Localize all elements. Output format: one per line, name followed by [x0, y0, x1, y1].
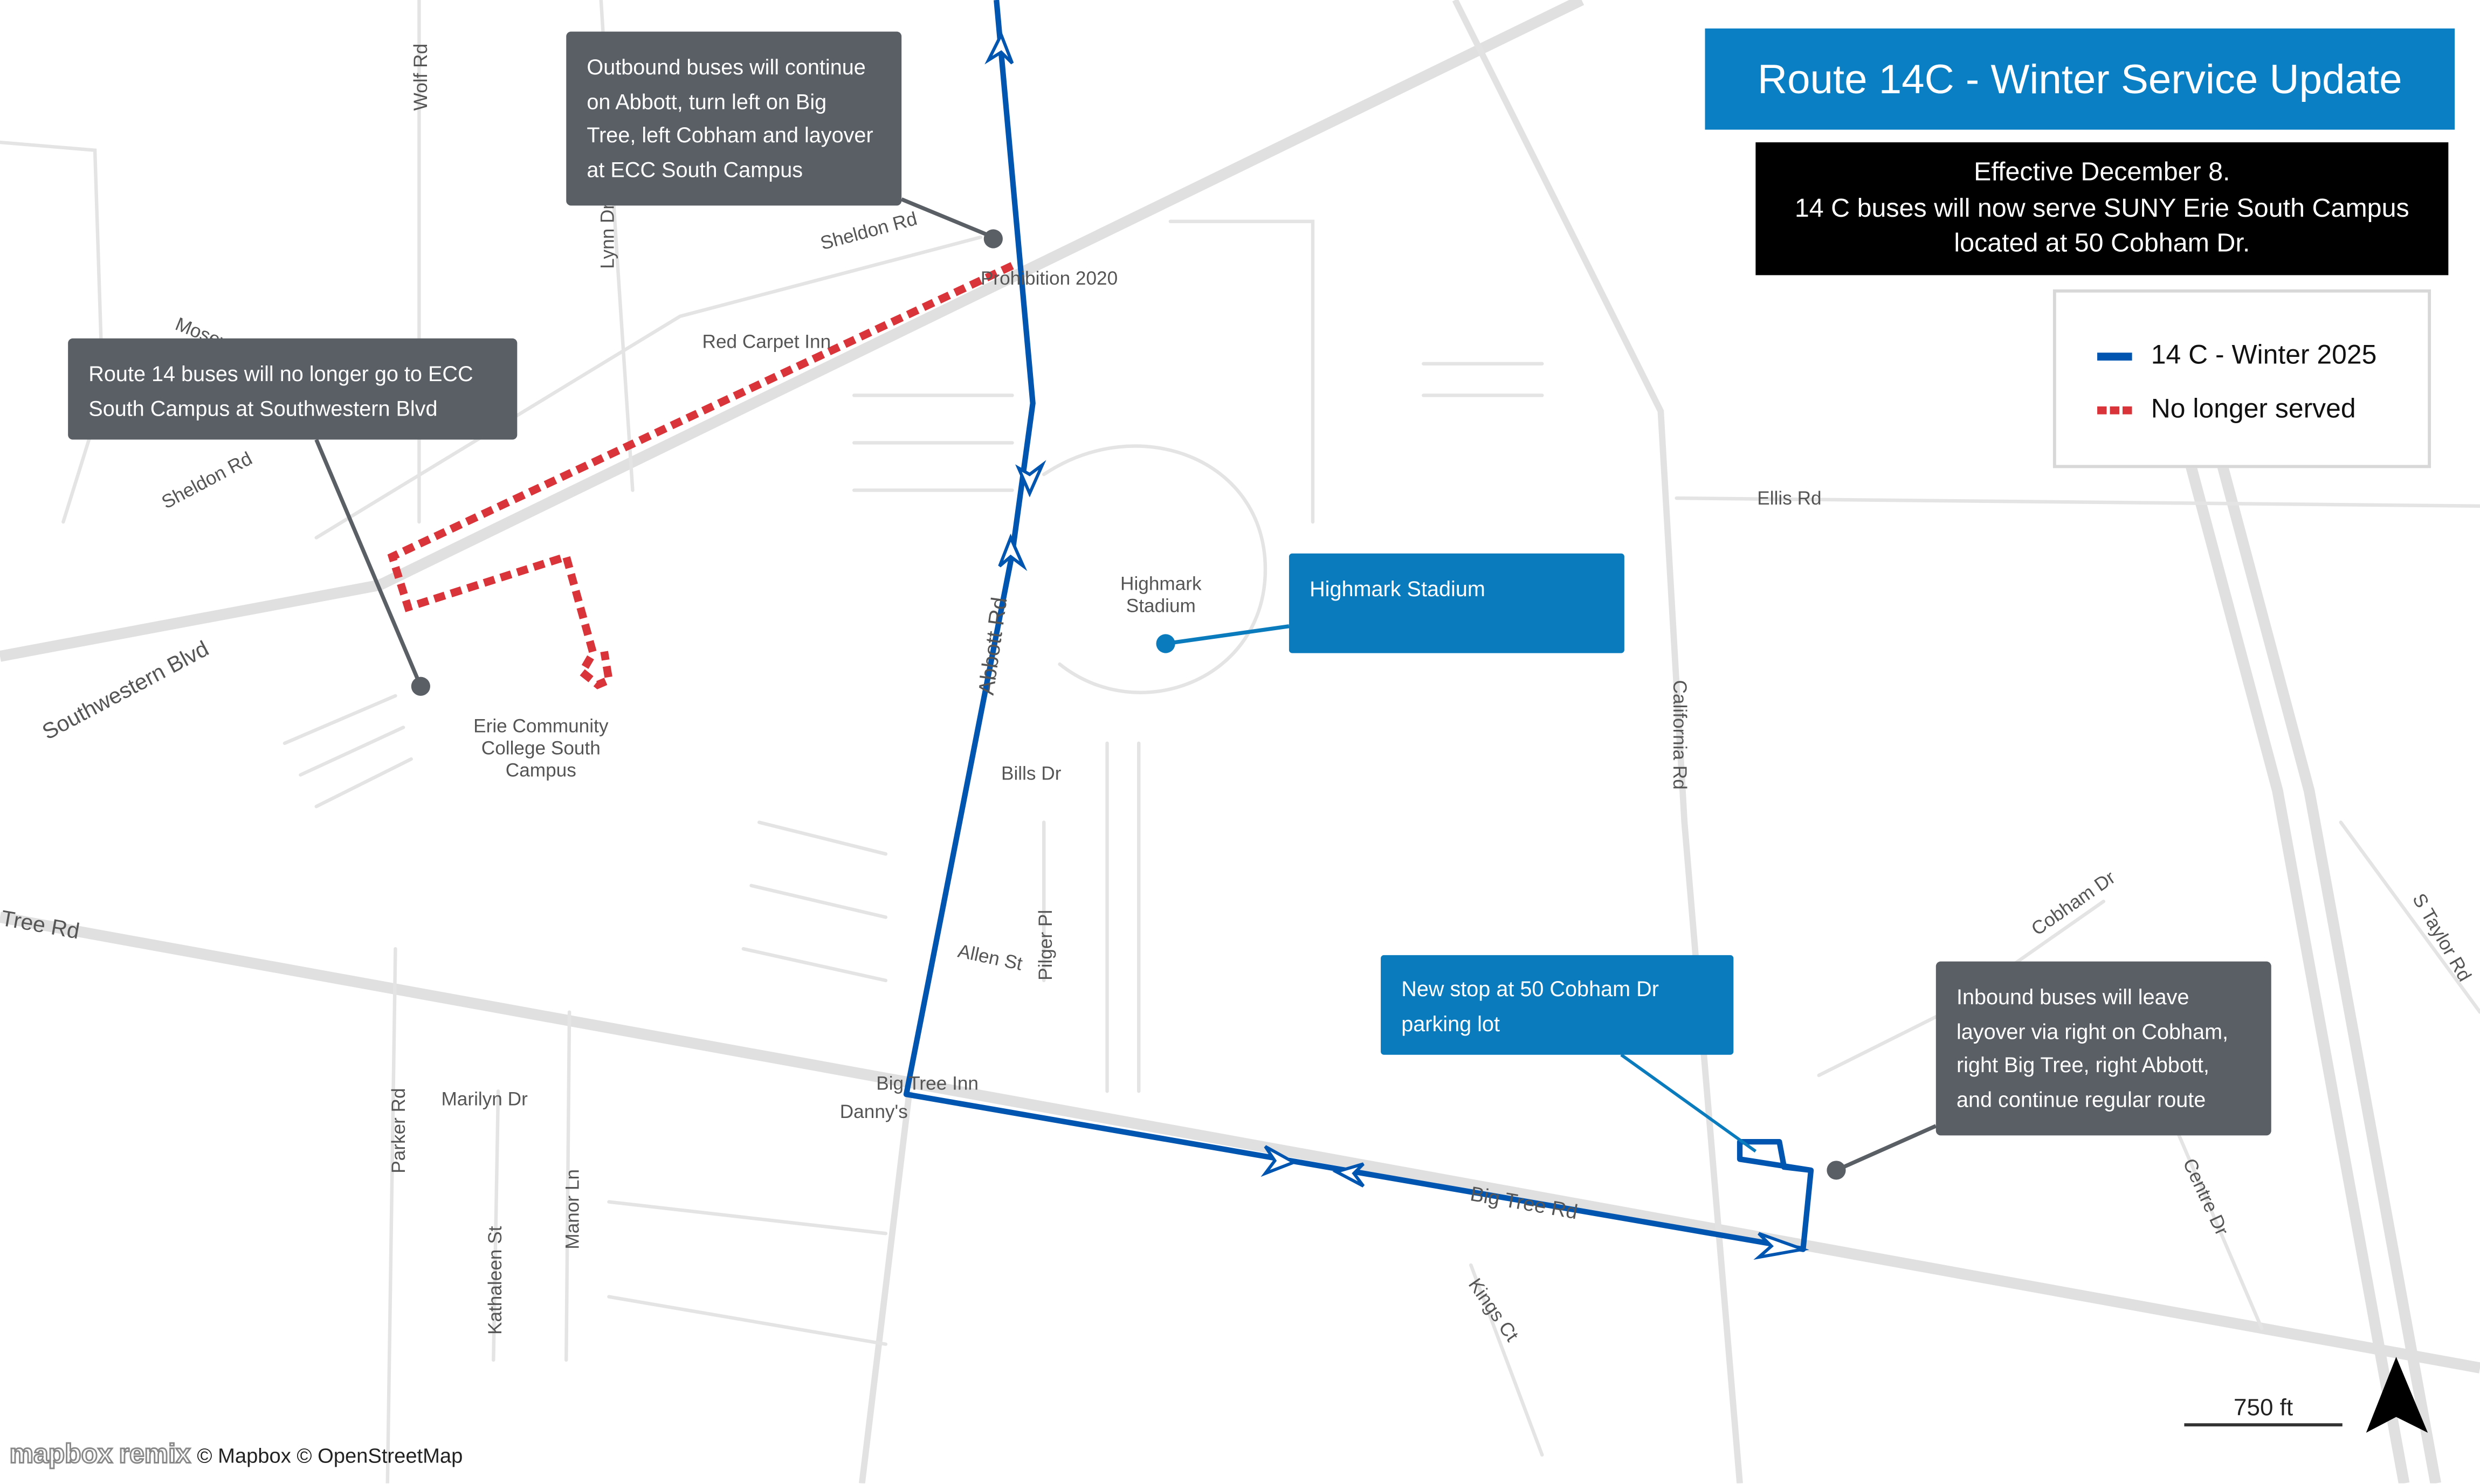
map-road [1042, 444, 1267, 694]
map-label: Tree Rd [0, 906, 81, 944]
map-label: Ellis Rd [1757, 488, 1821, 509]
abbott-rd-south-road [859, 1090, 913, 1483]
stadium-point-marker [1156, 634, 1175, 653]
map-label: Manor Ln [562, 1169, 583, 1250]
outbound-leader-line [900, 197, 994, 239]
map-label: Danny's [840, 1101, 908, 1122]
california-rd-road [1452, 0, 1743, 1483]
map-road [607, 1295, 888, 1346]
new-stop-callout: New stop at 50 Cobham Dr parking lot [1381, 955, 1734, 1055]
map-road [607, 1200, 888, 1235]
notice-line: located at 50 Cobham Dr. [1954, 229, 2250, 258]
legend-label: No longer served [2151, 394, 2356, 424]
map-road [984, 31, 1014, 65]
new-stop-leader-line [1620, 1053, 1757, 1153]
big-tree-rd-road [0, 912, 2480, 1373]
north-arrow-icon [2366, 1357, 2428, 1433]
scale-bar: 750 ft [2184, 1395, 2343, 1427]
map-label: Southwestern Blvd [38, 636, 213, 744]
outbound-callout: Outbound buses will continue on Abbott, … [566, 31, 902, 206]
legend-item-route-14c: 14 C - Winter 2025 [2097, 340, 2376, 372]
map-label: Red Carpet Inn [702, 331, 831, 352]
legend-item-no-longer-served: No longer served [2097, 394, 2356, 425]
map-label: S Taylor Rd [2408, 890, 2475, 985]
map-label: Pilger Pl [1035, 910, 1056, 981]
highway-road-2 [2177, 315, 2441, 1483]
map-label: Highmark [1120, 573, 1202, 594]
map-road [2339, 820, 2480, 1014]
attribution-text[interactable]: © Mapbox © OpenStreetMap [197, 1442, 463, 1467]
map-label: Erie Community [473, 715, 609, 736]
notice-line: Effective December 8. [1974, 158, 2230, 187]
solid-line-swatch-icon [2097, 351, 2132, 360]
map-label: Prohibition 2020 [981, 268, 1118, 289]
map-road [998, 533, 1028, 571]
map-title: Route 14C - Winter Service Update [1705, 28, 2455, 130]
map-label: Campus [506, 760, 576, 781]
inbound-callout: Inbound buses will leave layover via rig… [1935, 961, 2271, 1136]
remix-logo[interactable]: remix [118, 1438, 191, 1470]
map-road [1753, 1232, 1809, 1260]
map-label: Cobham Dr [2028, 867, 2119, 940]
map-road [1675, 496, 2480, 508]
attribution: mapbox remix © Mapbox © OpenStreetMap [9, 1438, 463, 1471]
ecc-point-marker [411, 677, 430, 696]
map-road [1422, 362, 1544, 397]
map-label: California Rd [1669, 680, 1690, 789]
map-label: Lynn Dr [597, 203, 618, 269]
map-road [1260, 1145, 1298, 1177]
stadium-leader-line [1165, 624, 1290, 646]
mapbox-logo[interactable]: mapbox [9, 1438, 113, 1470]
map-label: Big Tree Rd [1469, 1182, 1580, 1224]
map-road [492, 1089, 500, 1362]
notice-line: 14 C buses will now serve SUNY Erie Sout… [1794, 194, 2409, 223]
map-road [1469, 1263, 1544, 1457]
route-14c-line [903, 0, 1814, 1252]
map-label: Stadium [1126, 595, 1196, 616]
map-road [0, 140, 105, 524]
map-road [852, 394, 1014, 492]
map-label: Abbott Rd [974, 596, 1012, 696]
map-label: Bills Dr [1001, 763, 1062, 784]
route14-callout: Route 14 buses will no longer go to ECC … [68, 338, 518, 440]
route14-leader-line [314, 439, 423, 687]
map-label: Centre Dr [2179, 1155, 2233, 1239]
map-label: Sheldon Rd [818, 208, 919, 254]
map-label: Wolf Rd [410, 44, 431, 111]
inbound-point-marker [1827, 1161, 1846, 1180]
map-label: Sheldon Rd [158, 448, 256, 513]
legend-label: 14 C - Winter 2025 [2151, 340, 2377, 370]
direction-arrow-icons [984, 31, 1809, 1260]
map-label: Kings Ct [1464, 1274, 1523, 1345]
map-label: Marilyn Dr [441, 1089, 528, 1110]
map-label: College South [481, 737, 601, 758]
legend: 14 C - Winter 2025 No longer served [2052, 289, 2431, 468]
map-road [283, 694, 413, 809]
map-label: Allen St [956, 941, 1024, 975]
inbound-leader-line [1835, 1124, 1937, 1172]
map-road [1015, 460, 1046, 498]
effective-notice: Effective December 8. 14 C buses will no… [1755, 142, 2449, 275]
map-label: Parker Rd [388, 1088, 409, 1173]
highway-road [2145, 315, 2410, 1483]
outbound-point-marker [983, 229, 1003, 249]
map-label: Big Tree Inn [876, 1073, 979, 1094]
map-road [2165, 1105, 2264, 1330]
map-road [385, 947, 397, 1483]
map-road [1168, 219, 1315, 524]
dashed-line-swatch-icon [2097, 405, 2132, 414]
map-road [564, 1010, 571, 1362]
map-label: Kathaleen St [485, 1226, 506, 1335]
map-road [314, 235, 983, 540]
map-road [1332, 1162, 1365, 1188]
stadium-callout: Highmark Stadium [1289, 553, 1624, 653]
discontinued-route-line [387, 262, 1014, 689]
map-road [741, 820, 888, 983]
